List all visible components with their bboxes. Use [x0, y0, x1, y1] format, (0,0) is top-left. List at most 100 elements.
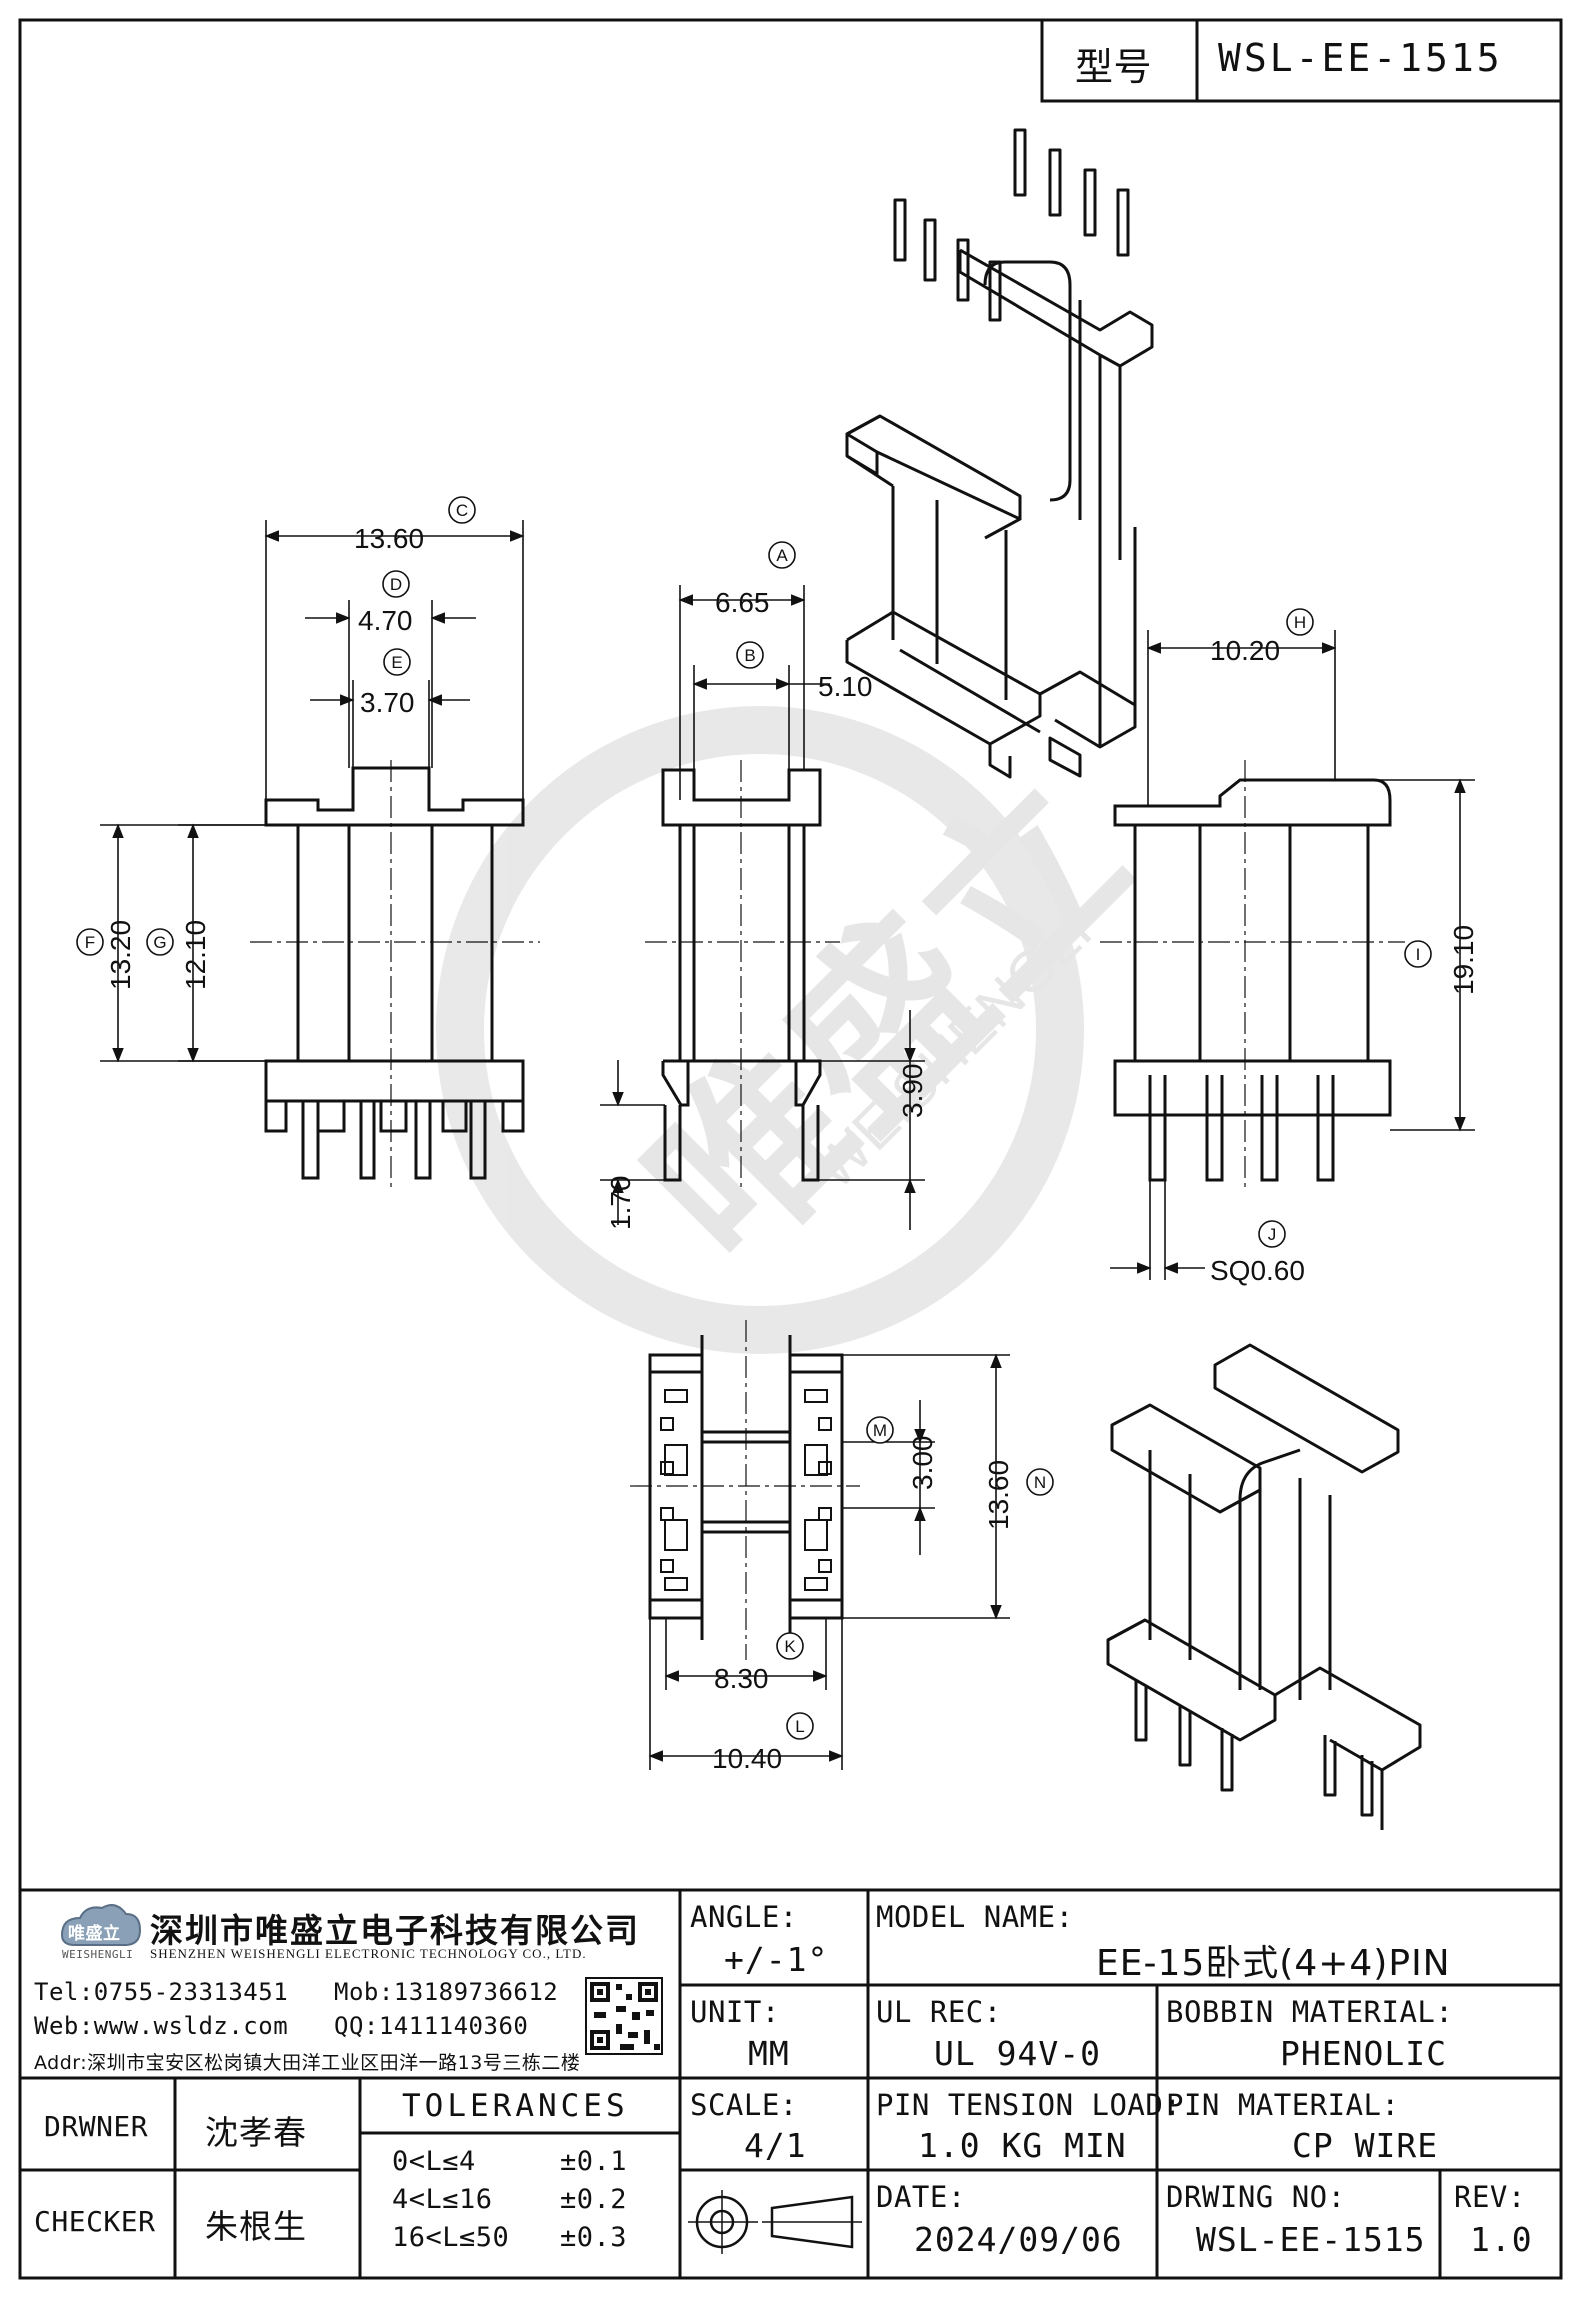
marker-b: B: [744, 646, 755, 665]
company-name-cn: 深圳市唯盛立电子科技有限公司: [150, 1911, 640, 1950]
bottom-centerlines: [630, 1320, 860, 1660]
marker-m: M: [873, 1421, 887, 1440]
dim-a-value: 6.65: [715, 587, 770, 618]
bobbin-material-value: PHENOLIC: [1280, 2034, 1447, 2073]
dim-n-value: 13.60: [983, 1460, 1014, 1530]
marker-n: N: [1034, 1473, 1046, 1492]
logo-text-en: WEISHENGLI: [62, 1948, 134, 1961]
front-dim-lines: [100, 520, 525, 1063]
drawer-label: DRWNER: [44, 2110, 149, 2143]
side-dim-lines: [600, 585, 925, 1230]
dim-c-value: 13.60: [354, 523, 424, 554]
drawing-no-label: DRWING NO:: [1166, 2180, 1346, 2214]
tolerance-range-2: 4<L≤16: [392, 2184, 493, 2215]
rev-value: 1.0: [1470, 2220, 1533, 2259]
dimension-markers: [76, 496, 1432, 1740]
marker-a: A: [776, 546, 788, 565]
tolerances-label: TOLERANCES: [402, 2088, 629, 2124]
marker-d: D: [390, 575, 402, 594]
dim-k-value: 8.30: [714, 1663, 769, 1694]
scale-label: SCALE:: [690, 2088, 798, 2122]
angle-value: +/-1°: [724, 1940, 829, 1979]
header-box: [1040, 18, 1563, 103]
isometric-view-top: [845, 128, 1154, 779]
qr-code: [585, 1977, 663, 2055]
pin-material-label: PIN MATERIAL:: [1166, 2088, 1400, 2122]
dim-d-value: 4.70: [358, 605, 413, 636]
watermark: 唯盛立 WEISHENGLI: [436, 706, 1164, 1354]
pin-tension-label: PIN TENSION LOAD:: [876, 2088, 1182, 2122]
ul-rec-value: UL 94V-0: [934, 2034, 1101, 2073]
model-name-label: MODEL NAME:: [876, 1900, 1074, 1934]
front-centerlines: [250, 760, 540, 1190]
marker-f: F: [85, 933, 95, 952]
marker-i: I: [1416, 945, 1421, 964]
company-mob: Mob:13189736612: [334, 1978, 559, 2006]
pin-material-value: CP WIRE: [1292, 2126, 1439, 2165]
logo-text-cn: 唯盛立: [68, 1924, 121, 1944]
model-name-value: EE-15卧式(4+4)PIN: [1096, 1943, 1451, 1984]
date-value: 2024/09/06: [914, 2220, 1123, 2259]
front-view: [264, 766, 525, 1180]
right-dim-lines: [1110, 630, 1475, 1280]
tolerance-value-1: ±0.1: [560, 2146, 628, 2177]
tolerance-range-3: 16<L≤50: [392, 2222, 510, 2253]
scale-value: 4/1: [744, 2126, 807, 2165]
dim-f-value: 13.20: [105, 920, 136, 990]
isometric-view-bottom: [1106, 1343, 1422, 1830]
dim-l-value: 10.40: [712, 1743, 782, 1774]
model-number: WSL-EE-1515: [1218, 36, 1503, 80]
company-name-en: SHENZHEN WEISHENGLI ELECTRONIC TECHNOLOG…: [150, 1946, 587, 1961]
marker-c: C: [456, 501, 468, 520]
bobbin-material-label: BOBBIN MATERIAL:: [1166, 1995, 1454, 2029]
dim-i-value: 19.10: [1448, 925, 1479, 995]
tolerance-value-2: ±0.2: [560, 2184, 628, 2215]
company-address: Addr:深圳市宝安区松岗镇大田洋工业区田洋一路13号三栋二楼: [34, 2052, 581, 2074]
marker-e: E: [391, 653, 402, 672]
side-view: [661, 768, 822, 1182]
bottom-dim-lines: [648, 1353, 1010, 1770]
title-block-grid: [20, 1888, 1561, 2278]
dim-hbase-value: 1.70: [605, 1176, 636, 1231]
right-view: [1113, 778, 1392, 1182]
ul-rec-label: UL REC:: [876, 1995, 1002, 2029]
dim-h-value: 10.20: [1210, 635, 1280, 666]
pin-tension-value: 1.0 KG MIN: [918, 2126, 1127, 2165]
checker-name: 朱根生: [205, 2207, 307, 2246]
drawing-no-value: WSL-EE-1515: [1196, 2220, 1426, 2259]
company-web: Web:www.wsldz.com: [34, 2012, 289, 2040]
marker-h: H: [1294, 613, 1306, 632]
company-logo-icon: [60, 1904, 142, 1946]
dim-e-value: 3.70: [360, 687, 415, 718]
drawer-name: 沈孝春: [205, 2113, 307, 2152]
tolerance-value-3: ±0.3: [560, 2222, 628, 2253]
company-tel: Tel:0755-23313451: [34, 1978, 289, 2006]
date-label: DATE:: [876, 2180, 966, 2214]
dim-hpin-value: 3.90: [897, 1064, 928, 1119]
dimension-marker-letters: C D E F G A B H I J M N K L: [85, 501, 1421, 1736]
unit-label: UNIT:: [690, 1995, 780, 2029]
dim-b-value: 5.10: [818, 671, 873, 702]
angle-label: ANGLE:: [690, 1900, 798, 1934]
checker-label: CHECKER: [34, 2205, 156, 2238]
dim-m-value: 3.00: [907, 1436, 938, 1491]
dim-j-value: SQ0.60: [1210, 1255, 1305, 1286]
rev-label: REV:: [1454, 2180, 1526, 2214]
model-label: 型号: [1075, 45, 1153, 89]
projection-symbol: [688, 2190, 862, 2254]
right-centerlines: [1100, 760, 1405, 1190]
side-centerlines: [645, 760, 840, 1190]
bottom-view: [648, 1335, 844, 1640]
marker-g: G: [153, 933, 166, 952]
marker-l: L: [795, 1717, 804, 1736]
dim-g-value: 12.10: [180, 920, 211, 990]
unit-value: MM: [748, 2034, 790, 2073]
marker-j: J: [1268, 1225, 1277, 1244]
marker-k: K: [784, 1637, 796, 1656]
outer-frame: [18, 18, 1563, 2280]
tolerance-range-1: 0<L≤4: [392, 2146, 476, 2177]
dimension-values: 13.60 4.70 3.70 13.20 12.10 6.65 5.10 3.…: [105, 523, 1479, 1774]
company-qq: QQ:1411140360: [334, 2012, 529, 2040]
